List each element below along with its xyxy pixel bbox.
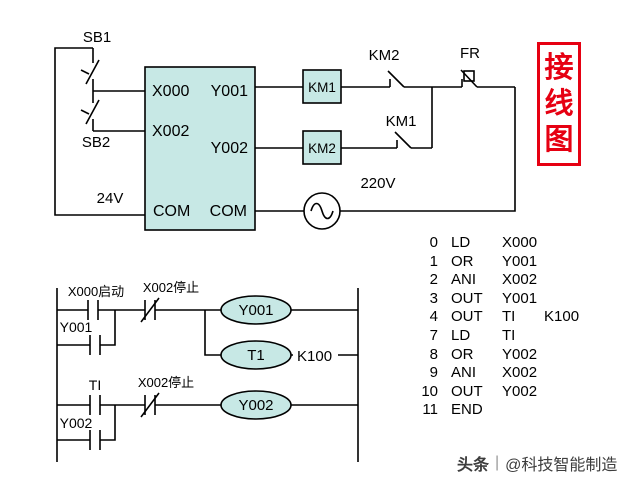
plc-input-x002: X002 — [152, 123, 189, 140]
step-number: 10 — [421, 382, 438, 400]
opcode: ANI — [451, 271, 477, 289]
instruction-row: 4 OUT TI K100 — [420, 308, 610, 327]
rung1-no-contact-icon — [87, 300, 99, 320]
opcode: LD — [451, 326, 471, 344]
sb2-pushbutton-icon — [80, 91, 100, 131]
wiring-diagram — [54, 47, 516, 231]
km2-interlock-label: KM2 — [369, 47, 400, 64]
y001-parallel-label: Y001 — [60, 319, 93, 335]
instruction-row: 11 END — [420, 401, 610, 420]
operand: X002 — [502, 364, 538, 382]
operand: TI — [502, 308, 516, 326]
km2-coil-label: KM2 — [308, 141, 336, 156]
instruction-row: 10 OUT Y002 — [420, 383, 610, 402]
plc-input-x000: X000 — [152, 83, 189, 100]
right-rail-wire — [340, 87, 516, 212]
instruction-row: 0 LD X000 — [420, 234, 610, 253]
rung2-no-contact-icon — [89, 395, 101, 415]
plc-com-left: COM — [153, 203, 190, 220]
opcode: LD — [451, 234, 471, 251]
operand2: K100 — [544, 308, 580, 326]
watermark-handle: @科技智能制造 — [505, 457, 618, 474]
step-number: 4 — [429, 308, 438, 326]
watermark-brand: 头条 — [457, 457, 490, 474]
watermark-divider-icon: | — [495, 454, 500, 471]
page-title: 接线图 — [537, 42, 581, 166]
sb1-label: SB1 — [83, 29, 111, 46]
branch1-wire-b — [100, 310, 116, 346]
timer-value-label: K100 — [297, 348, 332, 365]
step-number: 11 — [422, 401, 438, 419]
left-rail-wire — [54, 47, 145, 216]
step-number: 7 — [429, 326, 438, 344]
k100-label-bg — [293, 347, 338, 363]
sine-wave-icon — [310, 202, 334, 220]
operand: X002 — [502, 271, 538, 289]
t1-coil-label: T1 — [247, 347, 265, 364]
y002-coil-label: Y002 — [238, 397, 273, 414]
y001-parallel-contact-icon — [89, 335, 101, 355]
instruction-row: 8 OR Y002 — [420, 346, 610, 365]
opcode: ANI — [451, 364, 477, 382]
opcode: END — [451, 401, 483, 419]
operand: TI — [502, 326, 516, 344]
rung1-contact1-label: X000启动 — [68, 284, 124, 299]
plc-box — [144, 66, 256, 231]
y002-parallel-label: Y002 — [60, 415, 93, 431]
instruction-row: 2 ANI X002 — [420, 271, 610, 290]
fr-label: FR — [460, 45, 480, 62]
rung1-contact2-label: X002停止 — [143, 280, 199, 295]
operand: Y001 — [502, 289, 538, 307]
plc-output-y002: Y002 — [211, 140, 248, 157]
sb1-pushbutton-icon — [80, 48, 100, 91]
step-number: 1 — [429, 252, 438, 270]
step-number: 8 — [429, 345, 438, 363]
sb2-label: SB2 — [82, 134, 110, 151]
step-number: 9 — [429, 364, 438, 382]
supply-220v-label: 220V — [360, 175, 395, 192]
watermark: 头条 | @科技智能制造 — [457, 451, 617, 475]
km2-coil-box — [302, 130, 342, 165]
instruction-row: 3 OUT Y001 — [420, 290, 610, 309]
km1-interlock-contact-icon — [394, 131, 432, 149]
fr-thermal-contact-icon — [460, 69, 515, 88]
rung2-contact1-label: TI — [89, 377, 101, 393]
y002-parallel-contact-icon — [89, 430, 101, 450]
operand: Y001 — [502, 252, 538, 270]
rung2-contact2-label: X002停止 — [138, 375, 194, 390]
supply-24v-label: 24V — [97, 190, 124, 207]
instruction-row: 7 LD TI — [420, 327, 610, 346]
operand — [502, 401, 544, 420]
km2-interlock-contact-icon — [387, 70, 432, 88]
diagram-labels: SB1 SB2 24V X000 Y001 X002 Y002 COM COM … — [60, 29, 481, 431]
opcode: OUT — [451, 289, 483, 307]
operand: Y002 — [502, 382, 538, 400]
instruction-row: 9 ANI X002 — [420, 364, 610, 383]
ladder-diagram — [56, 288, 359, 462]
instruction-list: 0 LD X000 1 OR Y001 2 ANI X002 3 OUT Y00… — [420, 234, 610, 420]
opcode: OR — [451, 252, 474, 270]
opcode: OR — [451, 345, 474, 363]
operand: Y002 — [502, 345, 538, 363]
step-number: 0 — [429, 234, 438, 251]
km1-coil-label: KM1 — [308, 80, 336, 95]
opcode: OUT — [451, 308, 483, 326]
y001-coil-label: Y001 — [238, 302, 273, 319]
step-number: 3 — [429, 289, 438, 307]
plc-output-y001: Y001 — [211, 83, 248, 100]
instruction-row: 1 OR Y001 — [420, 253, 610, 272]
step-number: 2 — [429, 271, 438, 289]
opcode: OUT — [451, 382, 483, 400]
plc-com-right: COM — [210, 203, 247, 220]
timer-branch-wire — [204, 310, 221, 356]
km1-coil-box — [302, 69, 342, 104]
operand: X000 — [502, 234, 538, 251]
km1-interlock-label: KM1 — [386, 113, 417, 130]
branch2-wire-b — [100, 405, 116, 441]
